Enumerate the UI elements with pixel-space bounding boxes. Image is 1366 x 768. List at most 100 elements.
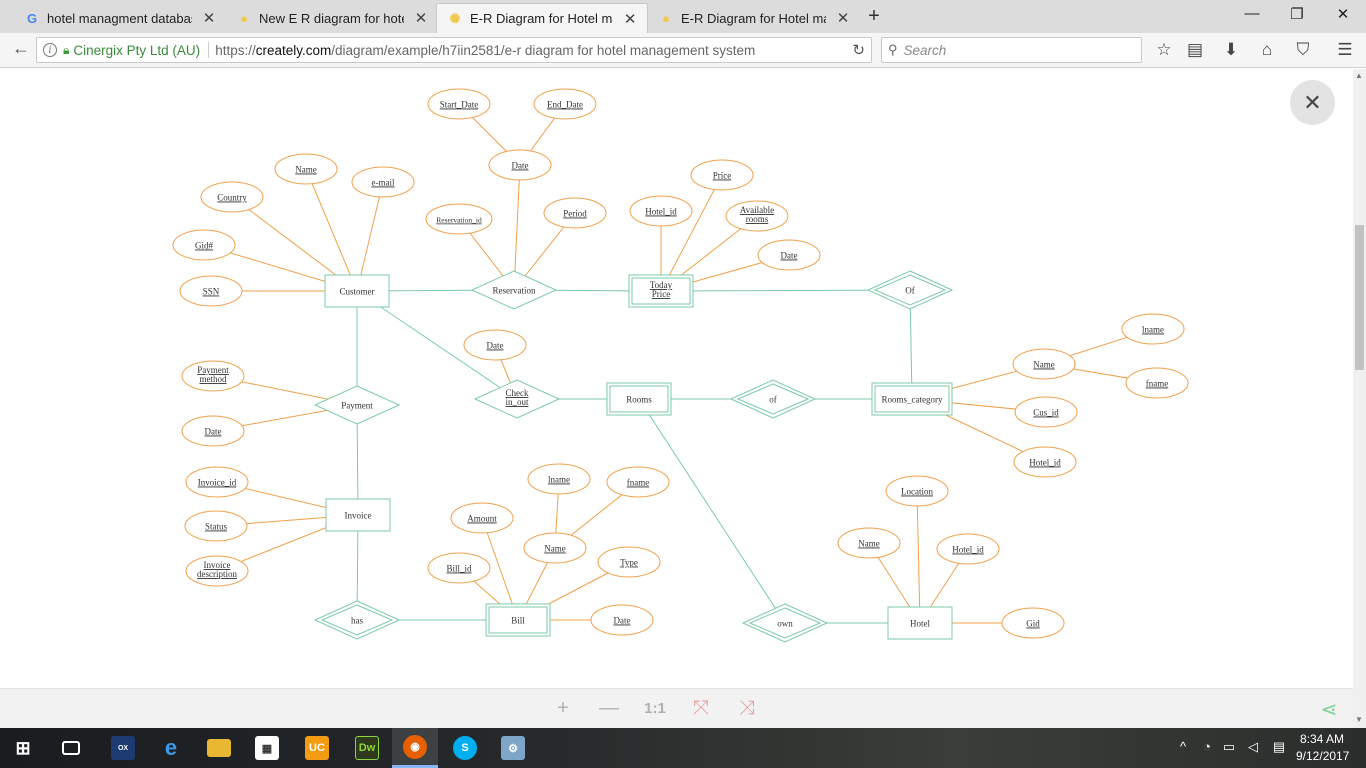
attribute-name-cat[interactable] [1012,348,1076,380]
attribute-fname-bill[interactable] [606,466,670,498]
close-icon[interactable]: ✕ [623,10,637,28]
home-icon[interactable]: ⌂ [1261,40,1273,59]
attribute-email[interactable] [351,166,415,198]
close-icon[interactable]: ✕ [1290,80,1335,125]
reading-list-icon[interactable]: ▤ [1186,40,1204,59]
relationship-reservation[interactable] [470,270,558,310]
uc-browser-icon[interactable]: UC [294,728,340,768]
info-icon[interactable]: i [43,43,57,57]
close-icon[interactable]: ✕ [414,10,428,27]
minimize-button[interactable]: — [1244,5,1260,22]
notifications-icon[interactable]: ▤ [1272,739,1286,754]
attribute-payment-method[interactable] [181,360,245,392]
attribute-hotel-id-cat[interactable] [1013,446,1077,478]
attribute-name-cust[interactable] [274,153,338,185]
attribute-amount[interactable] [450,502,514,534]
relationship-check-in-out[interactable] [473,379,561,419]
share-icon[interactable]: ⋖ [1320,699,1338,721]
attribute-status[interactable] [184,510,248,542]
attribute-country[interactable] [200,181,264,213]
browser-tab-1[interactable]: G hotel managment databas... ✕ [14,3,226,33]
system-clock[interactable]: 8:34 AM 9/12/2017 [1296,731,1349,765]
show-hidden-icons[interactable]: ^ [1179,739,1187,754]
attribute-location[interactable] [885,475,949,507]
scroll-thumb[interactable] [1355,225,1364,370]
network-tool-icon[interactable]: ⚙ [490,728,536,768]
attribute-gid-cust[interactable] [172,229,236,261]
dreamweaver-icon[interactable]: Dw [344,728,390,768]
attribute-period[interactable] [543,197,607,229]
attribute-type[interactable] [597,546,661,578]
entity-hotel[interactable] [887,606,953,640]
attribute-bill-date[interactable] [590,604,654,636]
entity-bill[interactable] [485,603,551,637]
skype-icon[interactable]: S [442,728,488,768]
attribute-available-rooms[interactable] [725,200,789,232]
entity-rooms[interactable] [606,382,672,416]
zoom-reset-button[interactable]: 1:1 [644,700,666,717]
scrollbar[interactable]: ▲ ▼ [1353,69,1366,728]
attribute-price[interactable] [690,159,754,191]
attribute-name-hotel[interactable] [837,527,901,559]
relationship-own[interactable] [741,603,829,643]
entity-customer[interactable] [324,274,390,308]
attribute-bill-id[interactable] [427,552,491,584]
attribute-gid-hotel[interactable] [1001,607,1065,639]
menu-icon[interactable]: ☰ [1337,40,1353,59]
browser-tab-4[interactable]: ● E-R Diagram for Hotel ma... ✕ [648,3,860,33]
scroll-up-icon[interactable]: ▲ [1355,71,1363,80]
store-icon[interactable]: ▦ [244,728,290,768]
attribute-fname-cat[interactable] [1125,367,1189,399]
close-icon[interactable]: ✕ [836,10,850,27]
fit-to-screen-icon[interactable]: ⤧ [693,697,709,719]
attribute-hotel-id-price[interactable] [629,195,693,227]
attribute-ssn[interactable] [179,275,243,307]
entity-rooms-category[interactable] [871,382,953,416]
collapse-view-icon[interactable]: ⤨ [739,697,755,719]
relationship-payment[interactable] [313,385,401,425]
zoom-out-button[interactable]: — [599,697,619,719]
wifi-icon[interactable]: ◔ [1203,739,1211,754]
download-icon[interactable]: ⬇ [1223,40,1239,59]
relationship-of-top[interactable] [866,270,954,310]
site-identity[interactable]: Cinergix Pty Ltd (AU) [73,42,201,58]
oxford-dictionary-icon[interactable]: OX [100,728,146,768]
relationship-has[interactable] [313,600,401,640]
attribute-checkin-date[interactable] [463,329,527,361]
bookmark-star-icon[interactable]: ☆ [1156,40,1172,59]
reload-icon[interactable]: ↻ [852,42,865,59]
attribute-hotel-id-hotel[interactable] [936,533,1000,565]
close-icon[interactable]: ✕ [202,10,216,27]
volume-icon[interactable]: ◁ [1248,739,1258,754]
scroll-down-icon[interactable]: ▼ [1355,715,1363,724]
new-tab-button[interactable]: + [868,5,880,27]
edge-browser-icon[interactable]: e [164,735,178,760]
attribute-cus-id[interactable] [1014,396,1078,428]
attribute-price-date[interactable] [757,239,821,271]
browser-tab-2[interactable]: ● New E R diagram for hotel... ✕ [226,3,438,33]
attribute-invoice-id[interactable] [185,466,249,498]
back-arrow-icon[interactable]: ← [12,38,30,58]
attribute-reservation-id[interactable] [425,203,493,235]
attribute-invoice-description[interactable] [185,555,249,587]
entity-today-price[interactable] [628,274,694,308]
url-bar[interactable]: i 🔒︎ Cinergix Pty Ltd (AU) https:// crea… [36,37,872,63]
file-explorer-icon[interactable] [196,728,242,768]
search-bar[interactable]: ⚲ Search [881,37,1142,63]
attribute-lname-bill[interactable] [527,463,591,495]
firefox-icon[interactable]: ◉ [392,728,438,768]
relationship-of-rooms[interactable] [729,379,817,419]
browser-tab-3[interactable]: ✺ E-R Diagram for Hotel ma... ✕ [436,3,648,33]
zoom-in-button[interactable]: + [557,697,569,719]
battery-icon[interactable]: ▭ [1222,739,1236,754]
windows-start-icon[interactable]: ⊞ [15,737,31,758]
restore-button[interactable]: ❐ [1290,6,1304,23]
attribute-payment-date[interactable] [181,415,245,447]
task-view-icon[interactable] [48,728,94,768]
window-close-button[interactable]: ✕ [1336,6,1350,23]
attribute-start-date[interactable] [427,88,491,120]
attribute-res-date[interactable] [488,149,552,181]
pocket-icon[interactable]: ⛉ [1296,40,1310,59]
